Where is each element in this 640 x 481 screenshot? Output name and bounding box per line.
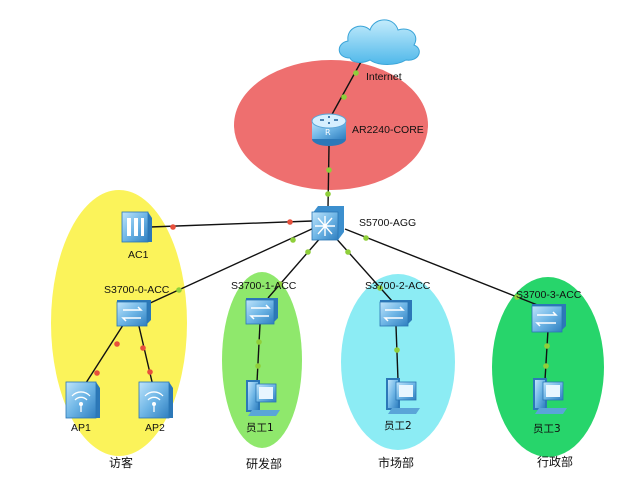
port-down-dot: [114, 341, 120, 347]
port-up-dot: [544, 343, 550, 349]
acc1-switch-node[interactable]: S3700-1-ACC: [231, 280, 297, 325]
link-acc0-ap1: [83, 321, 126, 387]
acc0-label: S3700-0-ACC: [104, 284, 170, 296]
port-up-dot: [363, 235, 369, 241]
port-up-dot: [394, 347, 400, 353]
pc-icon: [246, 380, 280, 416]
port-up-dot: [255, 363, 261, 369]
port-down-dot: [94, 370, 100, 376]
ap2-node[interactable]: AP2: [138, 381, 173, 434]
pc-icon: [386, 378, 420, 414]
cloud-icon: [338, 19, 420, 65]
acc0-switch-node[interactable]: S3700-0-ACC: [104, 284, 170, 327]
link-agg-ac: [149, 220, 313, 228]
pc3-label: 员工3: [533, 423, 561, 435]
guest-zone-label: 访客: [109, 455, 133, 470]
port-up-dot: [176, 287, 182, 293]
link-agg-acc0: [147, 227, 315, 305]
pc2-node[interactable]: 员工2: [384, 378, 420, 432]
link-acc2-pc2: [395, 325, 399, 381]
core-router-label: AR2240-CORE: [352, 124, 424, 136]
port-down-dot: [170, 224, 176, 230]
port-up-dot: [543, 363, 549, 369]
port-indicators: [94, 70, 550, 376]
pc1-label: 员工1: [246, 422, 274, 434]
switch-icon: [531, 304, 566, 333]
port-up-dot: [305, 249, 311, 255]
access-controller-icon: [121, 211, 152, 243]
rd-zone: [222, 272, 302, 448]
router-icon: R: [311, 113, 347, 146]
port-down-dot: [147, 369, 153, 375]
port-up-dot: [256, 339, 262, 345]
port-up-dot: [277, 281, 283, 287]
link-agg-acc2: [333, 235, 393, 302]
port-up-dot: [345, 249, 351, 255]
pc3-node[interactable]: 员工3: [533, 378, 567, 435]
pc-icon: [533, 378, 567, 414]
agg-switch-label: S5700-AGG: [359, 217, 416, 229]
internet-node[interactable]: Internet: [338, 19, 420, 83]
port-down-dot: [287, 219, 293, 225]
acc2-switch-node[interactable]: S3700-2-ACC: [365, 280, 431, 327]
port-up-dot: [326, 167, 332, 173]
link-acc3-pc3: [544, 329, 549, 381]
l3-switch-icon: [311, 206, 344, 241]
svg-text:R: R: [325, 128, 331, 137]
ap1-label: AP1: [71, 422, 91, 434]
port-up-dot: [377, 285, 383, 291]
links: [83, 59, 549, 387]
port-up-dot: [341, 94, 347, 100]
pc1-node[interactable]: 员工1: [246, 380, 280, 434]
port-up-dot: [514, 294, 520, 300]
admin-zone-label: 行政部: [537, 454, 573, 469]
pc2-label: 员工2: [384, 420, 412, 432]
ac-label: AC1: [128, 249, 149, 261]
access-point-icon: [138, 381, 173, 419]
rd-zone-label: 研发部: [246, 456, 282, 471]
link-acc0-ap2: [137, 321, 154, 387]
ap2-label: AP2: [145, 422, 165, 434]
internet-label: Internet: [366, 71, 402, 83]
access-point-icon: [65, 381, 100, 419]
port-up-dot: [290, 237, 296, 243]
ap1-node[interactable]: AP1: [65, 381, 100, 434]
acc1-label: S3700-1-ACC: [231, 280, 297, 292]
market-zone-label: 市场部: [378, 455, 414, 470]
switch-icon: [116, 300, 151, 327]
link-internet-core: [329, 59, 363, 119]
core-router-node[interactable]: R AR2240-CORE: [311, 113, 424, 146]
acc2-label: S3700-2-ACC: [365, 280, 431, 292]
ac-node[interactable]: AC1: [121, 211, 152, 261]
port-up-dot: [353, 70, 359, 76]
link-agg-acc1: [267, 235, 323, 299]
link-core-agg: [327, 145, 330, 209]
switch-icon: [379, 300, 412, 327]
agg-switch-node[interactable]: S5700-AGG: [311, 206, 416, 241]
switch-icon: [245, 298, 278, 325]
link-agg-acc3: [344, 228, 541, 307]
link-acc1-pc1: [256, 323, 261, 383]
port-down-dot: [140, 345, 146, 351]
acc3-switch-node[interactable]: S3700-3-ACC: [516, 289, 582, 333]
acc3-label: S3700-3-ACC: [516, 289, 582, 301]
port-up-dot: [325, 191, 331, 197]
